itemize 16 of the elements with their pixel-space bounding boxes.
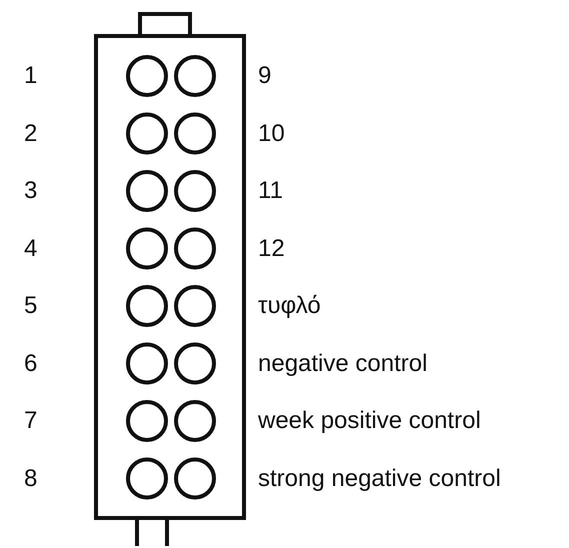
well-label: 9 xyxy=(258,62,272,90)
row-number: 1 xyxy=(24,62,38,90)
well-label: 11 xyxy=(258,177,283,205)
row-number: 3 xyxy=(24,177,38,205)
row-number: 7 xyxy=(24,407,38,435)
well-label: 12 xyxy=(258,234,285,262)
well-label: 10 xyxy=(258,120,285,148)
well-label: τυφλό xyxy=(258,292,321,320)
well-label: strong negative control xyxy=(258,464,501,492)
row-number: 5 xyxy=(24,292,38,320)
row-number: 2 xyxy=(24,120,38,148)
row-number: 6 xyxy=(24,350,38,378)
row-number: 8 xyxy=(24,464,38,492)
well-label: negative control xyxy=(258,350,428,378)
row-number: 4 xyxy=(24,234,38,262)
well-label: week positive control xyxy=(258,407,481,435)
